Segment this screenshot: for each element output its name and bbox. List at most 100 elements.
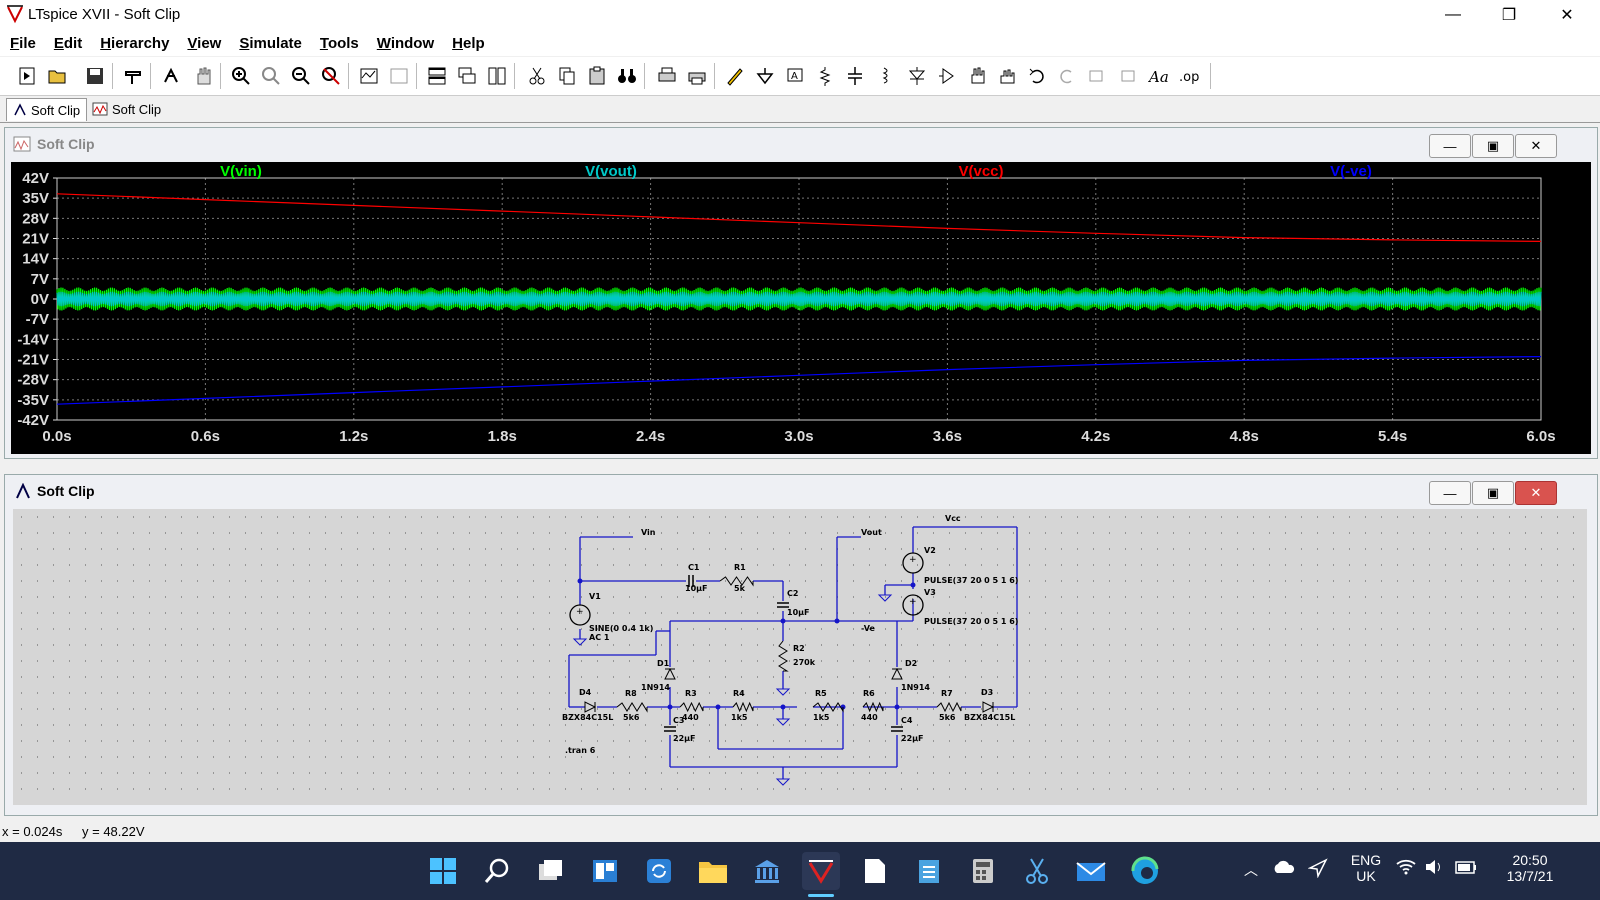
component-button[interactable] [934,63,960,89]
store-button[interactable] [748,852,786,890]
file-explorer-button[interactable] [694,852,732,890]
menu-view[interactable]: View [187,34,222,52]
drag-button[interactable] [994,63,1020,89]
draw-wire-button[interactable] [722,63,748,89]
zoom-out-button[interactable] [288,63,314,89]
ltspice-taskbar-button[interactable] [802,852,840,890]
resistor-button[interactable] [812,63,838,89]
new-schematic-button[interactable] [14,63,40,89]
edge-button[interactable] [1126,852,1164,890]
text-button[interactable]: Aa [1146,63,1172,89]
notepad-button[interactable] [856,852,894,890]
legend-1[interactable]: V(vout) [585,163,637,180]
menu-edit[interactable]: Edit [53,34,83,52]
resistor-symbol [732,701,754,713]
copy-button[interactable] [554,63,580,89]
waveform-close-button[interactable]: ✕ [1515,134,1557,158]
series-3-trace[interactable] [56,356,1542,405]
task-view-button[interactable] [532,852,570,890]
legend-3[interactable]: V(-ve) [1330,163,1372,180]
open-button[interactable] [44,63,70,89]
legend-0[interactable]: V(vin) [220,163,262,180]
menu-window[interactable]: Window [376,34,435,52]
schematic-label: 440 [861,713,878,722]
mirror-button[interactable] [1114,63,1140,89]
status-bar: x = 0.024s y = 48.22V [0,820,1600,842]
schematic-maximize-button[interactable]: ▣ [1472,481,1514,505]
search-button[interactable] [478,852,516,890]
tab-label: Soft Clip [31,102,81,118]
halt-button[interactable] [190,63,216,89]
run-button[interactable] [158,63,184,89]
menu-simulate[interactable]: Simulate [239,34,302,52]
language-indicator[interactable]: ENG UK [1346,852,1386,884]
save-button[interactable] [82,63,108,89]
teams-button[interactable] [640,852,678,890]
redo-button[interactable] [1054,63,1080,89]
menu-file[interactable]: File [10,34,36,52]
schematic-minimize-button[interactable]: — [1429,481,1471,505]
snipping-tool-button[interactable] [1018,852,1056,890]
volume-button[interactable] [1424,858,1444,879]
series-1-trace[interactable] [56,291,1542,307]
capacitor-button[interactable] [842,63,868,89]
menu-hierarchy[interactable]: Hierarchy [100,34,170,52]
start-button[interactable] [424,852,462,890]
ground-button[interactable] [752,63,778,89]
control-panel-button[interactable] [120,63,146,89]
schematic-close-button[interactable]: ✕ [1515,481,1557,505]
folder-open-icon [48,70,66,84]
tile-vertical-button[interactable] [484,63,510,89]
spice-directive-button[interactable]: .op [1176,63,1202,89]
diode-button[interactable] [904,63,930,89]
zoom-in-button[interactable] [228,63,254,89]
series-0-trace[interactable] [56,287,1542,311]
print-button[interactable] [654,63,680,89]
voltage-source-symbol [902,594,924,616]
cascade-button[interactable] [454,63,480,89]
minimize-button[interactable]: — [1430,0,1476,30]
find-button[interactable] [614,63,640,89]
label-net-button[interactable]: A [782,63,808,89]
schematic-label: 1N914 [641,683,670,692]
plot-autorange-icon [360,68,378,84]
undo-button[interactable] [1024,63,1050,89]
clock[interactable]: 20:50 13/7/21 [1490,852,1570,884]
minimize-icon: — [1443,138,1457,154]
series-2-trace[interactable] [56,193,1542,242]
waveform-window-title: Soft Clip [37,136,95,152]
autorange-button[interactable] [356,63,382,89]
restore-button[interactable]: ❐ [1486,0,1532,30]
zoom-fit-button[interactable] [318,63,344,89]
plot-settings-button[interactable] [386,63,412,89]
waveform-maximize-button[interactable]: ▣ [1472,134,1514,158]
cut-button[interactable] [524,63,550,89]
show-hidden-icons-button[interactable]: ︿ [1244,860,1258,880]
move-button[interactable] [964,63,990,89]
menu-tools[interactable]: Tools [319,34,359,52]
location-button[interactable] [1307,858,1328,881]
paste-button[interactable] [584,63,610,89]
menu-help[interactable]: Help [452,34,485,52]
onedrive-button[interactable] [1272,859,1296,878]
wifi-button[interactable] [1396,858,1416,879]
print-preview-button[interactable] [684,63,710,89]
legend-2[interactable]: V(vcc) [958,163,1003,180]
pan-button[interactable] [258,63,284,89]
tab-schematic[interactable]: Soft Clip [6,98,88,121]
inductor-button[interactable] [872,63,898,89]
calculator-button[interactable] [964,852,1002,890]
notes-button[interactable] [910,852,948,890]
tab-waveform[interactable]: Soft Clip [86,98,167,120]
close-button[interactable]: ✕ [1544,0,1590,30]
x-tick-label: 1.2s [339,428,368,445]
rotate-button[interactable] [1084,63,1110,89]
mail-button[interactable] [1072,852,1110,890]
tile-horizontal-button[interactable] [424,63,450,89]
waveform-minimize-button[interactable]: — [1429,134,1471,158]
junction-dot [780,618,786,624]
battery-button[interactable] [1454,858,1478,879]
widgets-button[interactable] [586,852,624,890]
